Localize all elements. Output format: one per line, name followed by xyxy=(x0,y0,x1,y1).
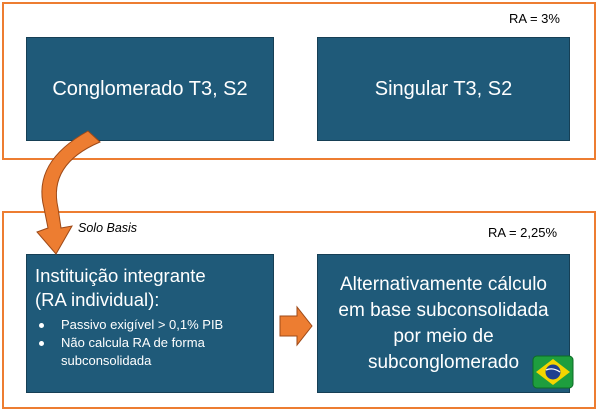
singular-label: Singular T3, S2 xyxy=(374,77,513,100)
ra-top-label: RA = 3% xyxy=(509,11,560,26)
ra-bottom-label: RA = 2,25% xyxy=(488,225,558,240)
brazil-flag-icon xyxy=(532,355,574,389)
bullet-item: Não calcula RA de forma subconsolidada xyxy=(35,334,265,370)
alternativa-label: Alternativamente cálculo em base subcons… xyxy=(338,273,549,373)
right-arrow-icon xyxy=(279,305,313,347)
curved-down-arrow-icon xyxy=(36,130,101,255)
instituicao-integrante-box: Instituição integrante (RA individual): … xyxy=(26,254,274,393)
alternativa-box: Alternativamente cálculo em base subcons… xyxy=(317,254,570,393)
conglomerado-box: Conglomerado T3, S2 xyxy=(26,37,274,141)
instituicao-bullet-list: Passivo exigível > 0,1% PIB Não calcula … xyxy=(35,316,265,370)
singular-box: Singular T3, S2 xyxy=(317,37,570,141)
solo-basis-label: Solo Basis xyxy=(78,221,138,235)
conglomerado-label: Conglomerado T3, S2 xyxy=(52,77,248,100)
instituicao-title-line2: (RA individual): xyxy=(35,289,160,310)
instituicao-title-line1: Instituição integrante xyxy=(35,265,206,286)
bullet-item: Passivo exigível > 0,1% PIB xyxy=(35,316,265,334)
